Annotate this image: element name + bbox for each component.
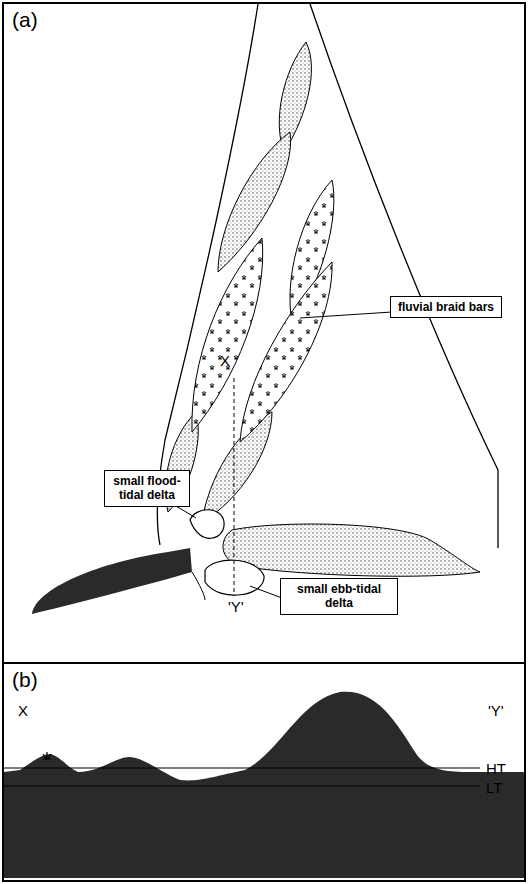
section-label: X: [18, 702, 28, 719]
section-label: X: [220, 352, 230, 369]
panel-label: (a): [12, 8, 38, 32]
callout-text: fluvial braid bars: [397, 300, 495, 314]
panel-frame: (a) fluvial braid bars small flood-tidal d…: [2, 2, 526, 664]
callout-text: small ebb-tidal delta: [287, 582, 391, 611]
section-label: HT: [486, 760, 506, 777]
callout-text: small flood-tidal delta: [111, 474, 183, 503]
callout-box: small ebb-tidal delta: [280, 578, 398, 615]
section-label: 'Y': [228, 598, 244, 615]
panel-frame: (b): [2, 662, 526, 882]
panel-label: (b): [12, 668, 38, 692]
section-label: 'Y': [488, 702, 504, 719]
section-label: LT: [486, 779, 502, 796]
callout-box: fluvial braid bars: [390, 296, 502, 318]
callout-box: small flood-tidal delta: [104, 470, 190, 507]
